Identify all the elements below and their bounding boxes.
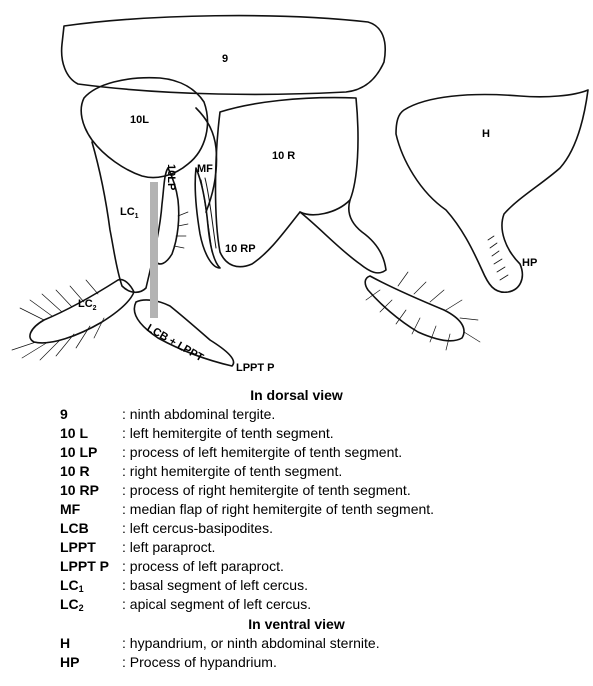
label-10l: 10L [130,114,149,126]
legend-abbr: 10 L [60,424,88,443]
label-hp: HP [522,257,537,269]
legend-desc: : apical segment of left cercus. [122,595,311,614]
label-lc1: LC1 [120,206,139,220]
legend-desc: : median flap of right hemitergite of te… [122,500,434,519]
legend-desc: : right hemitergite of tenth segment. [122,462,342,481]
label-lc2: LC2 [78,298,97,312]
mf-inner-line [201,180,212,252]
legend-desc: : left cercus-basipodites. [122,519,273,538]
anatomy-drawing: 9 10L 10LP MF 10 R 10 RP LC1 LC2 LCB + L… [0,0,593,384]
label-lppt-p: LPPT P [236,362,275,374]
right-cercus-outline [365,276,464,341]
legend-abbr: LCB [60,519,89,538]
legend-desc: : Process of hypandrium. [122,653,277,672]
legend-abbr: H [60,634,70,653]
label-10rp: 10 RP [225,243,256,255]
legend-desc: : process of right hemitergite of tenth … [122,481,411,500]
label-9: 9 [222,53,228,65]
left-inner-sclerite [196,108,217,212]
legend-desc: : process of left hemitergite of tenth s… [122,443,402,462]
dorsal-view-heading: In dorsal view [0,386,593,404]
legend-abbr: MF [60,500,80,519]
legend-abbr: LPPT [60,538,96,557]
ventral-view-heading: In ventral view [0,615,593,633]
legend-desc: : left paraproct. [122,538,215,557]
legend-abbr: 9 [60,405,68,424]
legend-desc: : hypandrium, or ninth abdominal sternit… [122,634,380,653]
label-10r: 10 R [272,150,295,162]
right-cercus-setae [366,272,480,350]
legend-abbr: 10 LP [60,443,97,462]
legend-abbr: LPPT P [60,557,109,576]
legend-desc: : left hemitergite of tenth segment. [122,424,334,443]
legend-abbr: 10 RP [60,481,99,500]
label-10lp: 10LP [165,164,177,190]
hypandrium-outline [396,90,588,292]
segment-10r-outline [216,98,359,267]
legend-abbr: 10 R [60,462,90,481]
legend-desc: : process of left paraproct. [122,557,284,576]
indicator-bar [150,182,158,318]
process-10rp-outline [300,200,386,273]
label-h: H [482,128,490,140]
left-cercus-setae [12,280,104,360]
legend-desc: : ninth abdominal tergite. [122,405,275,424]
label-mf: MF [197,163,213,175]
legend-desc: : basal segment of left cercus. [122,576,308,595]
legend-abbr: HP [60,653,79,672]
